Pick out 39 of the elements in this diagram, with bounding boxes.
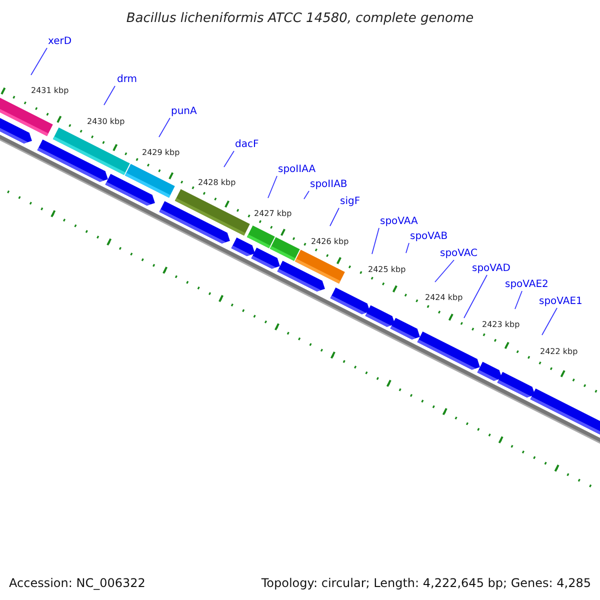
- gene-label: spoVAC: [440, 248, 478, 259]
- gene-label: drm: [117, 74, 138, 85]
- leader-line: [224, 150, 234, 168]
- position-label: 2427 kbp: [254, 209, 292, 218]
- gene-label: spoVAA: [380, 216, 418, 227]
- gene-label: spoIIAB: [310, 179, 348, 190]
- position-label: 2424 kbp: [425, 293, 463, 302]
- gene-label: dacF: [235, 139, 259, 150]
- leader-line: [542, 308, 558, 336]
- gene-label: spoVAE2: [505, 279, 548, 290]
- position-label: 2428 kbp: [198, 178, 236, 187]
- position-label: 2425 kbp: [368, 265, 406, 274]
- gene-label: spoVAD: [472, 263, 510, 274]
- leader-line: [464, 274, 488, 318]
- leader-line: [434, 260, 454, 282]
- gene-label: xerD: [48, 36, 72, 47]
- leader-line: [514, 290, 522, 310]
- leader-line: [30, 48, 48, 76]
- position-label: 2429 kbp: [142, 148, 180, 157]
- leader-line: [330, 208, 340, 226]
- position-label: 2430 kbp: [87, 117, 125, 126]
- leader-line: [158, 118, 170, 138]
- title: Bacillus licheniformis ATCC 14580, complete genome: [126, 10, 474, 28]
- leader-line: [406, 242, 410, 254]
- gene-label: spoIIAA: [278, 164, 316, 175]
- gene-label: sigF: [340, 196, 360, 207]
- gene-label: punA: [171, 106, 197, 117]
- leader-line: [104, 86, 116, 106]
- position-label: 2426 kbp: [311, 237, 349, 246]
- position-label: 2431 kbp: [31, 86, 69, 95]
- leader-line: [268, 176, 278, 198]
- position-label: 2422 kbp: [540, 347, 578, 356]
- genome-summary-text: Topology: circular; Length: 4,222,645 bp; Genes: 4,285: [261, 575, 591, 592]
- leader-line: [304, 190, 310, 200]
- position-label: 2423 kbp: [482, 320, 520, 329]
- gene-label: spoVAB: [410, 231, 448, 242]
- leader-line: [372, 228, 380, 254]
- gene-label: spoVAE1: [539, 296, 582, 307]
- accession-text: Accession: NC_006322: [9, 575, 146, 592]
